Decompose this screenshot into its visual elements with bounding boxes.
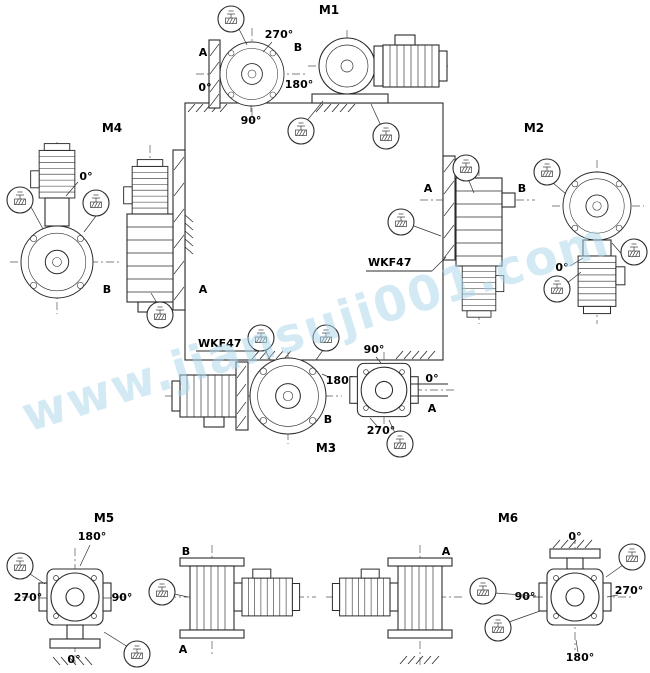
shaft-b-label: B <box>324 413 332 426</box>
motor <box>30 143 76 199</box>
shaft-b-label: B <box>103 283 111 296</box>
model-callout: WKF47 <box>366 256 447 272</box>
oil-plug-icon <box>146 292 174 329</box>
m4-front-view <box>10 142 120 314</box>
motor <box>241 568 301 617</box>
gear-square-view <box>349 362 419 418</box>
angle-90-label: 90° <box>364 343 385 356</box>
m2-label: M2 <box>524 121 544 135</box>
oil-plug-icon <box>533 158 567 195</box>
m1-assembly: M1 A B 270° 0° 180° 90° <box>196 3 448 150</box>
oil-plug-icon <box>287 100 324 145</box>
m6-side-view <box>326 545 462 666</box>
model-label: WKF47 <box>368 256 411 269</box>
oil-plug-icon <box>543 271 582 303</box>
oil-plug-icon <box>82 189 110 233</box>
m1-side-view <box>308 30 448 104</box>
angle-90-label: 90° <box>515 590 536 603</box>
shaft-b-label: B <box>294 41 302 54</box>
angle-180-label: 180° <box>566 651 594 664</box>
oil-plug-icon <box>484 610 541 642</box>
motor <box>123 159 169 215</box>
m4-side-view <box>123 145 186 324</box>
oil-plug-icon <box>611 238 648 266</box>
m4-label: M4 <box>102 121 122 135</box>
oil-plug-icon <box>469 577 537 605</box>
gear-body <box>189 565 235 631</box>
shaft-b-label: B <box>182 545 190 558</box>
oil-plug-icon <box>386 419 414 458</box>
m5-front-view <box>22 544 130 666</box>
angle-270-label: 270° <box>367 424 395 437</box>
m5-assembly: M5 180° 270° 90° 0° B A <box>6 511 316 668</box>
motor <box>382 34 448 88</box>
m4-assembly: M4 0° B A <box>6 121 208 329</box>
angle-270-label: 270° <box>615 584 643 597</box>
shaft-a-label: A <box>179 643 188 656</box>
model-callout: WKF47 <box>196 337 259 352</box>
m3-label: M3 <box>316 441 336 455</box>
shaft-b-label: B <box>518 182 526 195</box>
m5-label: M5 <box>94 511 114 525</box>
angle-0-label: 0° <box>67 653 80 666</box>
oil-plug-icon <box>103 631 151 668</box>
gear-front-view <box>20 225 94 299</box>
gear-square-view <box>38 568 112 626</box>
shaft-a-label: A <box>428 402 437 415</box>
motor <box>331 568 391 617</box>
angle-180-label: 180° <box>78 530 106 543</box>
m5-side-view <box>168 545 316 655</box>
angle-0-label: 0° <box>425 372 438 385</box>
angle-180-label: 180° <box>326 374 354 387</box>
m2-assembly: M2 A B WKF47 <box>366 121 648 324</box>
oil-plug-icon <box>605 543 646 578</box>
model-label: WKF47 <box>198 337 241 350</box>
oil-plug-icon <box>452 154 480 194</box>
m1-label: M1 <box>319 3 339 17</box>
oil-plug-icon <box>247 324 275 362</box>
gear-body <box>397 565 443 631</box>
angle-180-label: 180° <box>285 78 313 91</box>
shaft-a-label: A <box>199 283 208 296</box>
m3-assembly: M3 WKF47 180° B 270° <box>165 324 456 458</box>
angle-270-label: 270° <box>265 28 293 41</box>
oil-plug-icon <box>370 103 400 150</box>
gear-body <box>126 213 174 303</box>
oil-plug-icon <box>6 552 46 585</box>
angle-270-label: 270° <box>14 591 42 604</box>
m6-label: M6 <box>498 511 518 525</box>
m1-front-view <box>196 28 306 122</box>
oil-plug-icon <box>312 324 340 361</box>
gear-front-view <box>219 41 285 107</box>
oil-plug-icon <box>6 186 44 230</box>
oil-plug-icon <box>387 208 442 237</box>
gear-square-view <box>538 568 612 626</box>
m2-side-view <box>420 155 535 324</box>
m3-side-view <box>349 352 456 432</box>
m2-front-view <box>552 160 644 324</box>
m6-assembly: M6 A 0° 90° 270° 180° <box>326 511 646 666</box>
angle-0-label: 0° <box>568 530 581 543</box>
oil-plug-icon <box>148 578 189 606</box>
m6-front-view <box>522 536 632 653</box>
angle-0-label: 0° <box>198 81 211 94</box>
shaft-a-label: A <box>442 545 451 558</box>
angle-90-label: 90° <box>241 114 262 127</box>
m3-front-view <box>165 352 378 444</box>
shaft-a-label: A <box>199 46 208 59</box>
angle-0-label: 0° <box>555 261 568 274</box>
angle-0-label: 0° <box>79 170 92 183</box>
oil-plug-icon <box>217 5 248 46</box>
shaft-a-label: A <box>424 182 433 195</box>
angle-90-label: 90° <box>112 591 133 604</box>
